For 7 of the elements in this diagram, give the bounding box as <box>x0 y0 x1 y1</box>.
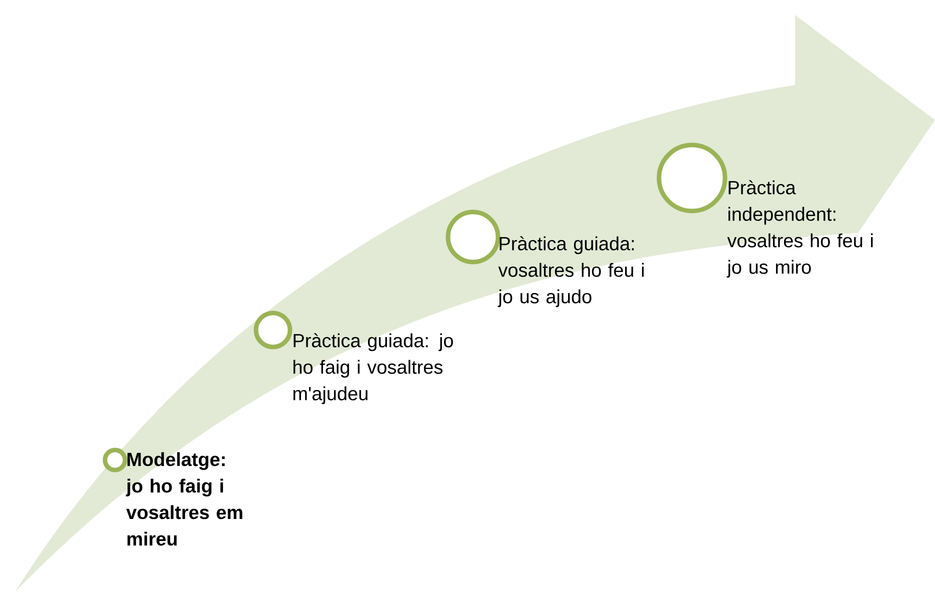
circle-marker <box>656 142 728 214</box>
step-text: Pràctica independent: vosaltres ho feu i jo us miro <box>726 180 873 278</box>
step-text: Pràctica guiada: jo ho faig i vosaltres m'ajudeu <box>293 333 453 404</box>
circle-marker <box>254 310 292 350</box>
step-text: Pràctica guiada: vosaltres ho feu i jo us ajudo <box>498 236 644 308</box>
circle-marker <box>102 448 128 472</box>
step-text: Modelatge: jo ho faig i vosaltres em mireu <box>126 452 242 546</box>
